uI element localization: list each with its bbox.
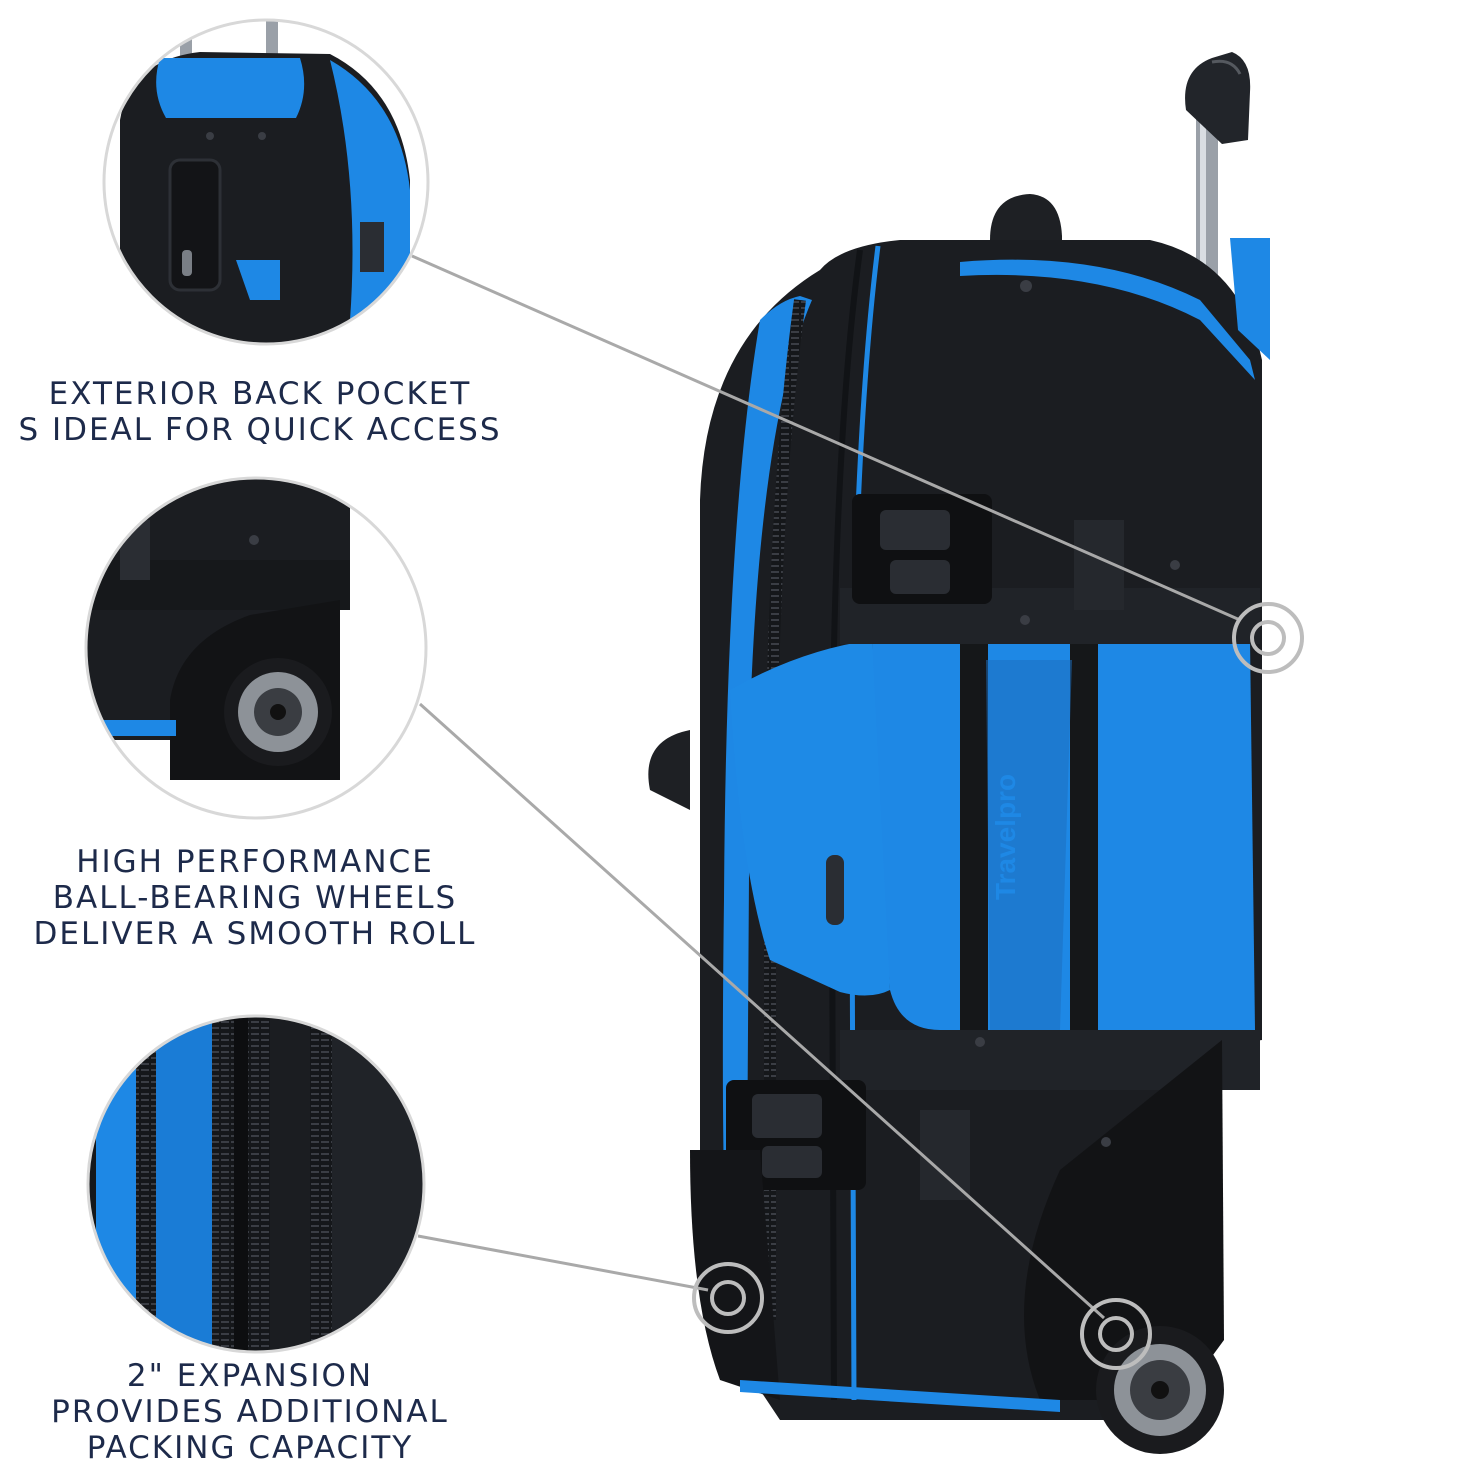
detail-circle-wheels: [84, 476, 428, 820]
caption-line: PROVIDES ADDITIONAL: [51, 1394, 449, 1430]
caption-line: BALL-BEARING WHEELS: [52, 880, 458, 916]
caption-line: HIGH PERFORMANCE: [76, 844, 434, 880]
target-ring-back-pocket: [1232, 602, 1304, 674]
brand-logo: Travelpro: [990, 774, 1021, 900]
caption-line: DELIVER A SMOOTH ROLL: [33, 916, 477, 952]
caption-expansion: 2" EXPANSION PROVIDES ADDITIONAL PACKING…: [20, 1358, 480, 1460]
caption-line: 2" EXPANSION: [126, 1358, 374, 1394]
target-ring-wheels: [1080, 1298, 1152, 1370]
caption-line: S IDEAL FOR QUICK ACCESS: [18, 412, 502, 448]
suitcase-main: Travelpro: [648, 52, 1270, 1454]
buckle-lower: [726, 1080, 970, 1200]
callout-targets: [692, 602, 1304, 1370]
caption-line: PACKING CAPACITY: [86, 1430, 414, 1460]
caption-line: EXTERIOR BACK POCKET: [48, 376, 472, 412]
caption-wheels: HIGH PERFORMANCE BALL-BEARING WHEELS DEL…: [10, 844, 500, 952]
target-ring-expansion: [692, 1262, 764, 1334]
detail-circle-back-pocket: [102, 18, 430, 346]
caption-back-pocket: EXTERIOR BACK POCKET S IDEAL FOR QUICK A…: [0, 376, 520, 448]
callout-lines: [411, 254, 1241, 1320]
buckle-upper: [852, 494, 1124, 610]
detail-circle-expansion: [86, 1014, 426, 1354]
